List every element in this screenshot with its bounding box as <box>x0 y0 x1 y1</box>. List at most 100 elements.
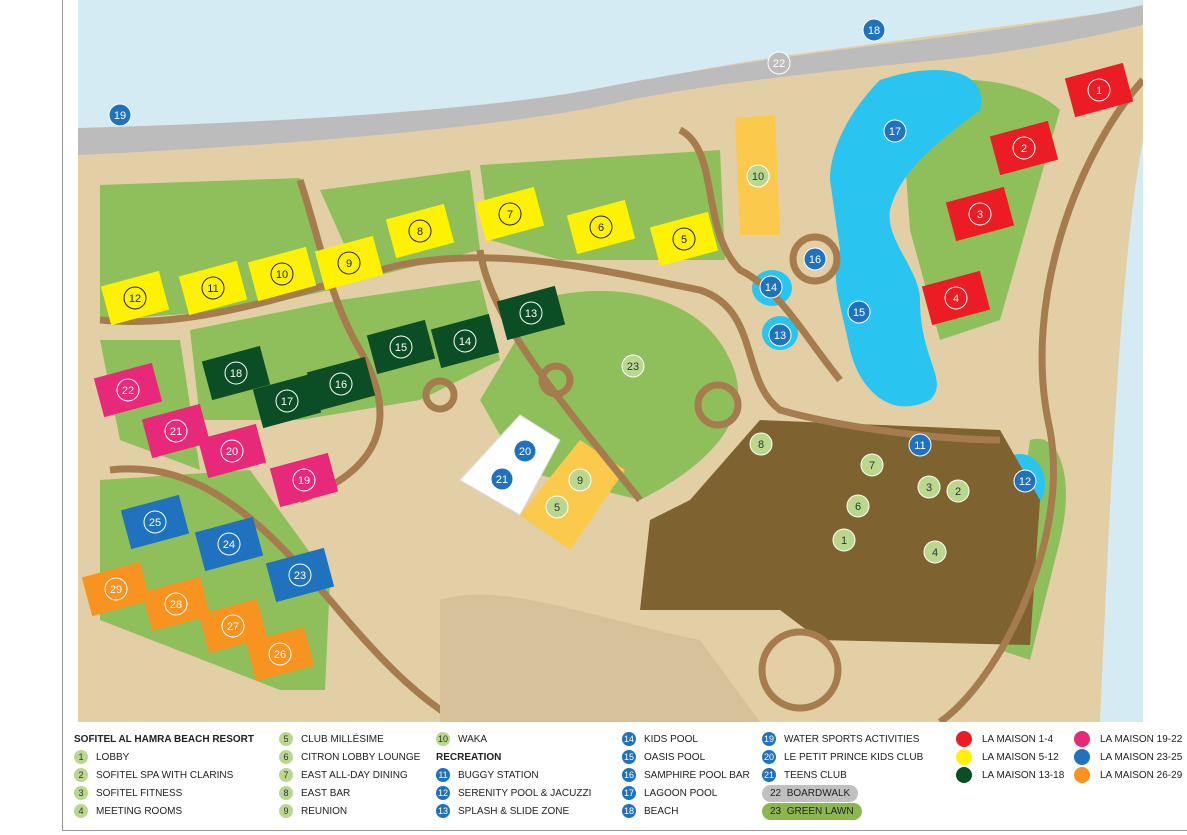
villa-9[interactable] <box>314 235 384 291</box>
villa-marker[interactable]: 12 <box>123 286 147 310</box>
recreation-marker-11[interactable]: 11 <box>908 433 932 457</box>
villa-20[interactable] <box>197 423 267 479</box>
recreation-marker-15[interactable]: 15 <box>847 300 871 324</box>
villa-marker[interactable]: 23 <box>288 563 312 587</box>
villa-23[interactable] <box>265 547 335 603</box>
map-markers: 1234567891011121314151617181920212223242… <box>81 18 1134 682</box>
villa-marker[interactable]: 27 <box>221 614 245 638</box>
marker-circle <box>923 540 947 564</box>
villa-marker[interactable]: 14 <box>453 329 477 353</box>
villa-28[interactable] <box>141 576 211 632</box>
facility-marker-7[interactable]: 7 <box>860 453 884 477</box>
legend-label: WAKA <box>458 733 488 745</box>
facility-marker-6[interactable]: 6 <box>846 494 870 518</box>
villa-building <box>989 120 1059 176</box>
villa-marker[interactable]: 19 <box>292 468 316 492</box>
villa-25[interactable] <box>120 494 190 550</box>
villa-7[interactable] <box>475 186 545 242</box>
villa-29[interactable] <box>81 561 151 617</box>
villa-8[interactable] <box>385 203 455 259</box>
legend-number-badge: 10 <box>436 732 450 746</box>
villa-5[interactable] <box>649 211 719 267</box>
villa-marker[interactable]: 10 <box>270 262 294 286</box>
legend-number-badge: 2 <box>74 768 88 782</box>
marker-number: 21 <box>170 426 182 438</box>
facility-marker-1[interactable]: 1 <box>832 528 856 552</box>
villa-marker[interactable]: 20 <box>220 439 244 463</box>
recreation-marker-18[interactable]: 18 <box>862 18 886 42</box>
facility-marker-23[interactable]: 23 <box>621 354 645 378</box>
marker-number: 16 <box>809 254 821 266</box>
villa-marker[interactable]: 21 <box>164 419 188 443</box>
villa-27[interactable] <box>198 598 268 654</box>
villa-marker[interactable]: 9 <box>337 251 361 275</box>
villa-marker[interactable]: 28 <box>164 592 188 616</box>
facility-marker-9[interactable]: 9 <box>568 468 592 492</box>
villa-10[interactable] <box>247 246 317 302</box>
villa-16[interactable] <box>306 356 376 412</box>
villa-15[interactable] <box>366 319 436 375</box>
villa-marker[interactable]: 24 <box>217 532 241 556</box>
facility-marker-10[interactable]: 10 <box>746 164 770 188</box>
villa-marker[interactable]: 15 <box>389 335 413 359</box>
recreation-marker-19[interactable]: 19 <box>108 103 132 127</box>
recreation-marker-13[interactable]: 13 <box>768 323 792 347</box>
villa-marker[interactable]: 4 <box>944 286 968 310</box>
boardwalk-marker[interactable]: 22 <box>767 51 791 75</box>
villa-6[interactable] <box>566 199 636 255</box>
villa-22[interactable] <box>93 362 163 418</box>
villa-marker[interactable]: 25 <box>143 510 167 534</box>
villa-marker[interactable]: 5 <box>672 227 696 251</box>
villa-19[interactable] <box>269 452 339 508</box>
villa-marker[interactable]: 13 <box>519 301 543 325</box>
villa-marker[interactable]: 18 <box>224 361 248 385</box>
recreation-marker-17[interactable]: 17 <box>883 119 907 143</box>
villa-marker[interactable]: 29 <box>104 577 128 601</box>
villa-marker[interactable]: 8 <box>408 219 432 243</box>
facility-marker-5[interactable]: 5 <box>545 495 569 519</box>
villa-14[interactable] <box>430 313 500 369</box>
villa-24[interactable] <box>194 516 264 572</box>
marker-number: 15 <box>395 342 407 354</box>
marker-number: 12 <box>129 293 141 305</box>
recreation-title: RECREATION <box>436 751 502 763</box>
villa-18[interactable] <box>201 345 271 401</box>
facility-marker-8[interactable]: 8 <box>749 432 773 456</box>
villa-11[interactable] <box>178 260 248 316</box>
villa-3[interactable] <box>945 186 1015 242</box>
villa-marker[interactable]: 16 <box>329 372 353 396</box>
facility-marker-4[interactable]: 4 <box>923 540 947 564</box>
villa-26[interactable] <box>245 626 315 682</box>
recreation-marker-12[interactable]: 12 <box>1013 469 1037 493</box>
villa-marker[interactable]: 11 <box>201 276 225 300</box>
marker-circle <box>408 219 432 243</box>
facility-marker-2[interactable]: 2 <box>946 479 970 503</box>
villa-marker[interactable]: 22 <box>116 378 140 402</box>
recreation-marker-16[interactable]: 16 <box>803 247 827 271</box>
marker-number: 3 <box>977 209 983 221</box>
recreation-marker-14[interactable]: 14 <box>759 275 783 299</box>
villa-marker[interactable]: 6 <box>589 215 613 239</box>
marker-circle <box>268 642 292 666</box>
villa-marker[interactable]: 7 <box>498 202 522 226</box>
recreation-marker-20[interactable]: 20 <box>513 439 537 463</box>
villa-marker[interactable]: 17 <box>275 389 299 413</box>
villa-21[interactable] <box>141 403 211 459</box>
legend-number-badge: 16 <box>622 768 636 782</box>
villa-17[interactable] <box>252 373 322 429</box>
villa-13[interactable] <box>496 285 566 341</box>
villa-marker[interactable]: 1 <box>1087 78 1111 102</box>
villa-4[interactable] <box>921 270 991 326</box>
facility-marker-3[interactable]: 3 <box>917 475 941 499</box>
villa-marker[interactable]: 2 <box>1012 136 1036 160</box>
villa-marker[interactable]: 3 <box>968 202 992 226</box>
villa-12[interactable] <box>100 270 170 326</box>
recreation-marker-21[interactable]: 21 <box>490 467 514 491</box>
villa-1[interactable] <box>1064 62 1134 118</box>
villa-marker[interactable]: 26 <box>268 642 292 666</box>
marker-number: 25 <box>149 517 161 529</box>
villa-2[interactable] <box>989 120 1059 176</box>
